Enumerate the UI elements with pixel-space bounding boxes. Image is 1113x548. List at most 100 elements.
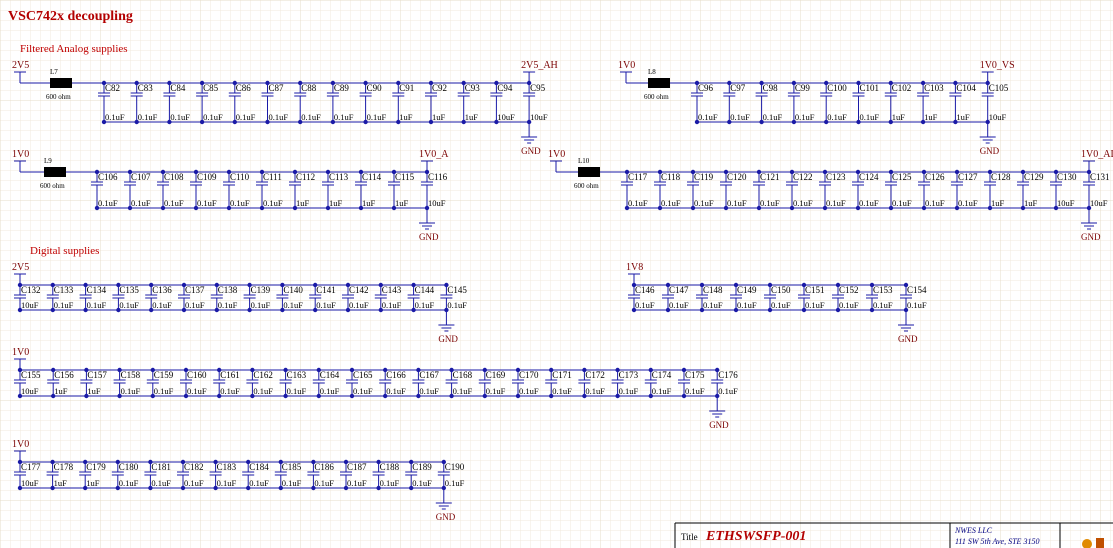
junction-dot [681, 367, 687, 373]
cap-value: 0.1uF [727, 198, 747, 208]
cap-ref: C101 [860, 83, 880, 93]
cap-ref: C147 [669, 285, 689, 295]
junction-dot [791, 80, 797, 86]
gnd-label: GND [709, 420, 729, 430]
junction-dot [494, 119, 499, 125]
cap-ref: C179 [86, 462, 106, 472]
cap-value: 0.1uF [154, 386, 174, 396]
junction-dot [723, 169, 729, 175]
cap-value: 0.1uF [805, 300, 825, 310]
junction-dot [83, 282, 88, 288]
cap-value: 0.1uF [907, 300, 927, 310]
junction-dot [226, 205, 232, 211]
net-label: 1V0 [12, 149, 29, 160]
cap-ref: C183 [217, 462, 237, 472]
cap-ref: C116 [428, 172, 448, 182]
junction-dot [1020, 169, 1026, 175]
junction-dot [665, 282, 671, 288]
junction-dot [214, 307, 219, 313]
cap-ref: C89 [334, 83, 350, 93]
junction-dot [278, 459, 283, 465]
net-label: 2V5 [12, 60, 29, 71]
ferrite-body [44, 167, 66, 177]
net-label: 1V0_VS [980, 60, 1015, 71]
junction-dot [213, 485, 218, 491]
junction-dot [409, 485, 414, 491]
cap-ref: C180 [119, 462, 139, 472]
cap-ref: C115 [395, 172, 415, 182]
cap-value: 0.1uF [185, 300, 205, 310]
junction-dot [376, 459, 381, 465]
junction-dot [396, 80, 401, 86]
junction-dot [213, 459, 218, 465]
net-label: 1V0_A [419, 149, 449, 160]
junction-dot [888, 205, 894, 211]
cap-ref: C168 [453, 370, 473, 380]
junction-dot [416, 393, 421, 399]
cap-value: 0.1uF [730, 112, 750, 122]
junction-dot [50, 459, 55, 465]
cap-ref: C173 [619, 370, 639, 380]
junction-dot [449, 367, 454, 373]
junction-dot [482, 393, 487, 399]
junction-dot [582, 367, 587, 373]
gnd-label: GND [980, 146, 1000, 156]
junction-dot [330, 80, 336, 86]
cap-value: 0.1uF [552, 386, 572, 396]
cap-value: 0.1uF [925, 198, 945, 208]
junction-dot [232, 119, 237, 125]
junction-dot [549, 393, 554, 399]
junction-dot [727, 119, 732, 125]
cap-value: 0.1uF [87, 300, 107, 310]
cap-value: 0.1uF [283, 300, 303, 310]
junction-dot [292, 169, 298, 175]
cap-ref: C157 [87, 370, 107, 380]
junction-dot [378, 282, 383, 288]
cap-ref: C85 [203, 83, 219, 93]
gnd-label: GND [419, 232, 439, 242]
cap-value: 0.1uF [119, 478, 139, 488]
junction-dot [217, 367, 222, 373]
junction-dot [17, 485, 23, 491]
junction-dot [767, 307, 773, 313]
cap-ref: C95 [530, 83, 546, 93]
cap-value: 10uF [21, 478, 39, 488]
junction-dot [759, 80, 764, 86]
junction-dot [515, 393, 521, 399]
cap-value: 0.1uF [121, 386, 141, 396]
junction-dot [449, 393, 454, 399]
cap-ref: C186 [314, 462, 334, 472]
cap-ref: C176 [718, 370, 738, 380]
junction-dot [232, 80, 237, 86]
junction-dot [148, 485, 153, 491]
cap-value: 10uF [21, 300, 39, 310]
junction-dot [247, 307, 252, 313]
junction-dot [727, 80, 732, 86]
junction-dot [250, 367, 255, 373]
net-label: 1V0 [12, 347, 29, 358]
junction-dot [345, 307, 351, 313]
junction-dot [150, 393, 155, 399]
company-logo [1082, 538, 1104, 548]
ferrite-value: 600 ohm [40, 182, 65, 190]
junction-dot [694, 80, 700, 86]
cap-value: 0.1uF [54, 300, 74, 310]
cap-ref: C118 [661, 172, 681, 182]
junction-dot [824, 80, 829, 86]
